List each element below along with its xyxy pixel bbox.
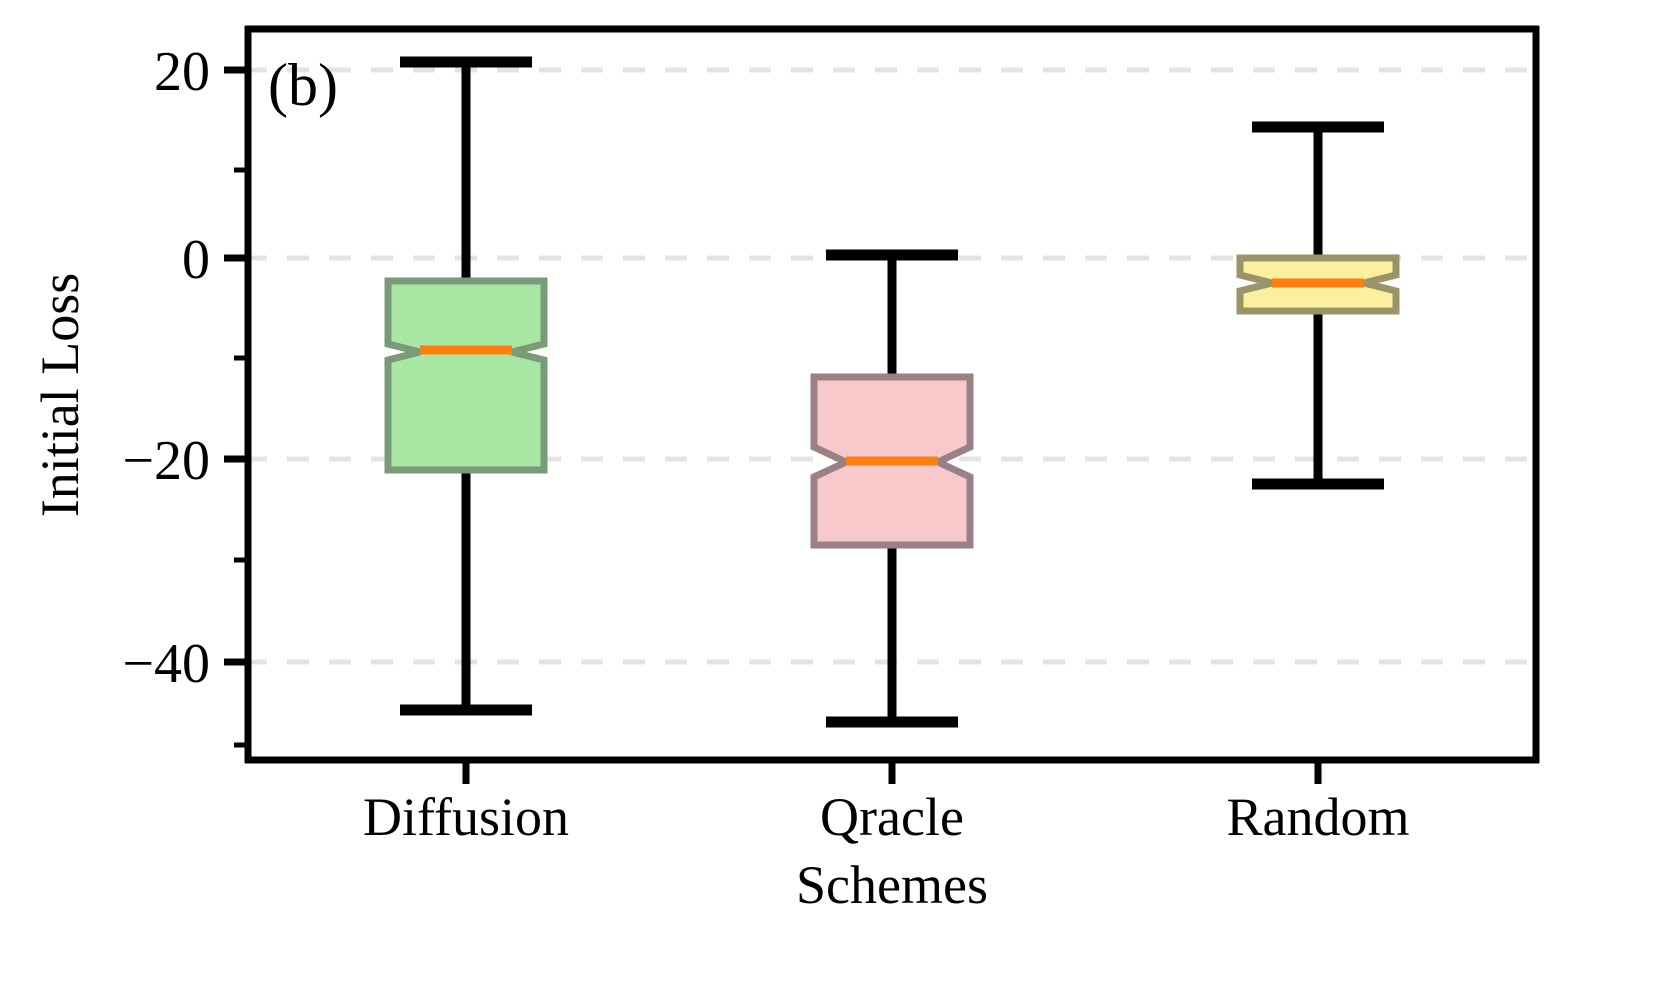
xtick-label-random: Random [1227, 787, 1410, 847]
ytick-label-0: 0 [182, 229, 210, 291]
x-axis-ticks [462, 760, 1322, 784]
xtick-label-diffusion: Diffusion [363, 787, 569, 847]
ytick-label-neg40: −40 [122, 633, 210, 695]
y-axis-title: Initial Loss [30, 273, 90, 517]
box-diffusion [384, 277, 548, 474]
ytick-label-20: 20 [154, 41, 210, 103]
box-group-diffusion[interactable] [384, 56, 548, 716]
panel-label: (b) [268, 52, 338, 118]
box-group-random[interactable] [1236, 121, 1400, 490]
x-axis-title: Schemes [796, 855, 988, 915]
y-axis-ticks [224, 66, 248, 748]
box-group-qracle[interactable] [810, 249, 974, 728]
xtick-label-qracle: Qracle [820, 787, 964, 847]
ytick-label-neg20: −20 [122, 430, 210, 492]
